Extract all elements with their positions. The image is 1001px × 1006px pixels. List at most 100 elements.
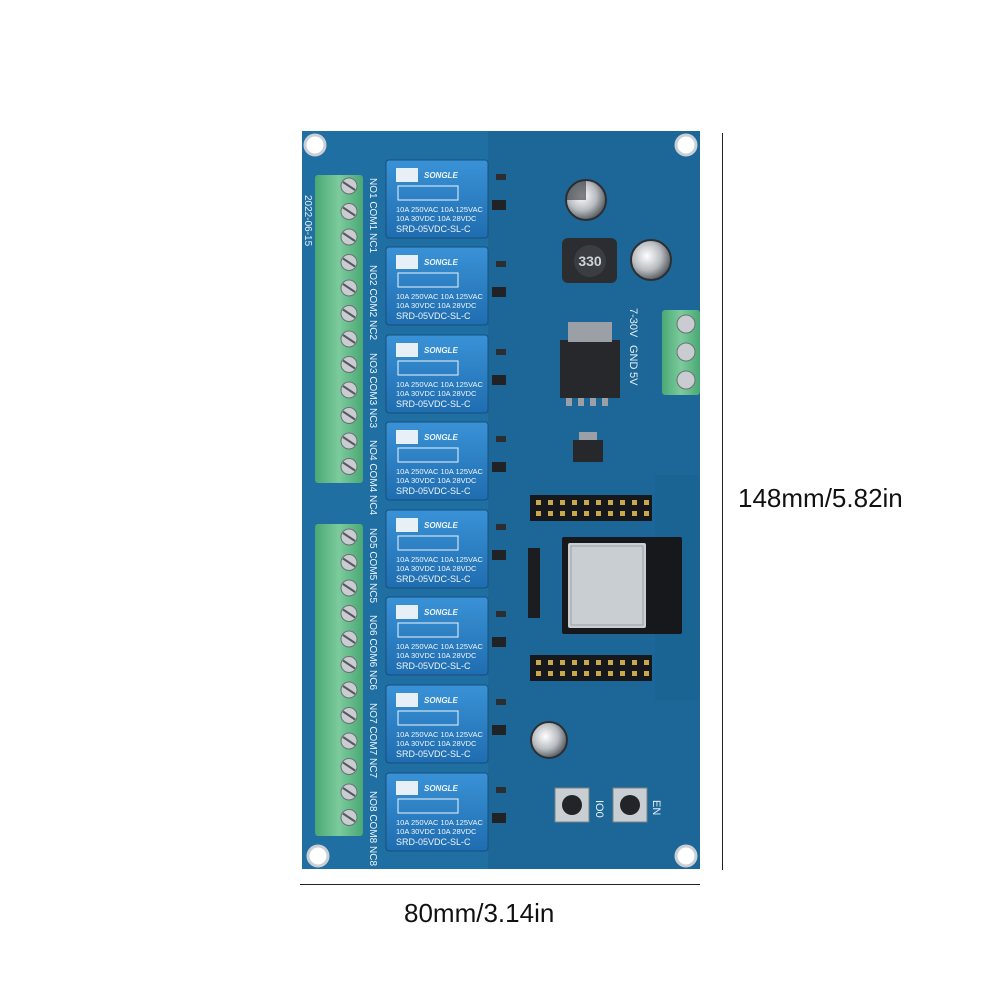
header-pin: [560, 511, 565, 516]
relay-brand: SONGLE: [424, 433, 458, 442]
screw-slot: [342, 787, 356, 797]
terminal-label: NO3 COM3 NC3: [367, 353, 378, 428]
header-pin: [560, 671, 565, 676]
terminal-block-top: [315, 175, 363, 483]
power-label-5v: 5V: [627, 372, 639, 386]
header-pin: [572, 660, 577, 665]
header-pin: [608, 660, 613, 665]
relay-rating-line1: 10A 250VAC 10A 125VAC: [396, 730, 483, 739]
smd-component: [496, 436, 506, 442]
header-pin: [644, 500, 649, 505]
smd-component: [492, 813, 506, 823]
relay-rating-line2: 10A 30VDC 10A 28VDC: [396, 301, 477, 310]
relay-rating-line1: 10A 250VAC 10A 125VAC: [396, 642, 483, 651]
header-pin: [548, 671, 553, 676]
pin-header-bottom: [530, 655, 652, 681]
header-pin: [548, 511, 553, 516]
relay-rating-line2: 10A 30VDC 10A 28VDC: [396, 564, 477, 573]
smd-component: [492, 287, 506, 297]
header-pin: [608, 500, 613, 505]
header-pin: [620, 500, 625, 505]
certification-marks-icon: [397, 622, 459, 638]
screw-slot: [342, 532, 356, 542]
screw-slot: [342, 659, 356, 670]
button-label-en: EN: [650, 800, 662, 815]
screw-slot: [342, 461, 356, 472]
relay-model: SRD-05VDC-SL-C: [396, 661, 471, 671]
header-pin: [536, 511, 541, 516]
header-pin: [560, 660, 565, 665]
width-dimension-line: [300, 884, 700, 885]
relay-model: SRD-05VDC-SL-C: [396, 574, 471, 584]
relay-rating-line1: 10A 250VAC 10A 125VAC: [396, 467, 483, 476]
relay-logo-icon: [396, 168, 418, 182]
screw-slot: [342, 334, 356, 344]
voltage-regulator: [560, 322, 620, 406]
relay-logo-icon: [396, 255, 418, 269]
power-terminal: [662, 310, 700, 395]
header-pin: [620, 671, 625, 676]
header-pin: [536, 671, 541, 676]
relay-rating-line2: 10A 30VDC 10A 28VDC: [396, 651, 477, 660]
relay-rating-line1: 10A 250VAC 10A 125VAC: [396, 555, 483, 564]
header-pin: [536, 660, 541, 665]
smd-component: [492, 725, 506, 735]
relay-logo-icon: [396, 781, 418, 795]
terminal-block-bottom: [315, 524, 363, 836]
relay-rating-line2: 10A 30VDC 10A 28VDC: [396, 739, 477, 748]
header-pin: [596, 660, 601, 665]
relay-brand: SONGLE: [424, 171, 458, 180]
certification-marks-icon: [397, 447, 459, 463]
relay-rating-line2: 10A 30VDC 10A 28VDC: [396, 827, 477, 836]
certification-marks-icon: [397, 360, 459, 376]
header-pin: [572, 511, 577, 516]
terminal-label: NO2 COM2 NC2: [367, 265, 378, 340]
relay-brand: SONGLE: [424, 784, 458, 793]
inductor-marking: 330: [578, 253, 602, 269]
header-pin: [644, 671, 649, 676]
screw-slot: [342, 410, 356, 421]
header-pin: [632, 671, 637, 676]
header-pin: [560, 500, 565, 505]
certification-marks-icon: [397, 710, 459, 726]
relay-model: SRD-05VDC-SL-C: [396, 749, 471, 759]
relay-model: SRD-05VDC-SL-C: [396, 311, 471, 321]
capacitor-bottom: [530, 721, 568, 759]
terminal-label: NO7 COM7 NC7: [367, 703, 378, 778]
relay-brand: SONGLE: [424, 696, 458, 705]
screw-slot: [342, 583, 356, 593]
relay-rating-line1: 10A 250VAC 10A 125VAC: [396, 205, 483, 214]
header-pin: [584, 500, 589, 505]
smd-component: [496, 787, 506, 793]
terminal-label: NO4 COM4 NC4: [367, 440, 378, 515]
certification-marks-icon: [397, 272, 459, 288]
relay-logo-icon: [396, 518, 418, 532]
smd-component: [492, 462, 506, 472]
button-label-io0: IO0: [593, 800, 605, 818]
header-pin: [572, 671, 577, 676]
screw-slot: [342, 206, 356, 217]
relay-model: SRD-05VDC-SL-C: [396, 399, 471, 409]
screw-slot: [342, 181, 356, 191]
relay-rating-line2: 10A 30VDC 10A 28VDC: [396, 214, 477, 223]
screw-slot: [342, 359, 356, 370]
relay-rating-line1: 10A 250VAC 10A 125VAC: [396, 292, 483, 301]
terminal-label: NO6 COM6 NC6: [367, 615, 378, 690]
header-pin: [596, 500, 601, 505]
small-regulator: [573, 432, 603, 462]
button-io0: [554, 787, 590, 823]
screw-slot: [342, 308, 356, 319]
button-en: [612, 787, 648, 823]
screw-slot: [342, 283, 356, 293]
smd-component: [496, 261, 506, 267]
smd-component: [496, 524, 506, 530]
screw-slot: [342, 736, 356, 746]
relay-brand: SONGLE: [424, 346, 458, 355]
relay-rating-line1: 10A 250VAC 10A 125VAC: [396, 380, 483, 389]
screw-slot: [342, 761, 356, 772]
header-pin: [596, 511, 601, 516]
